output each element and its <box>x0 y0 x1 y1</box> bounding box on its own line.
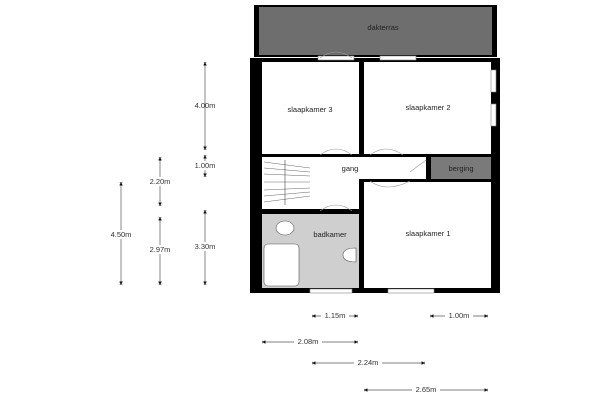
window <box>317 55 355 61</box>
door-swing <box>319 204 353 212</box>
room-label-badkamer: badkamer <box>313 230 347 239</box>
dakterras-area: dakterras <box>254 5 497 57</box>
room-label-slaapkamer-3: slaapkamer 3 <box>287 105 332 114</box>
room-berging <box>431 157 491 179</box>
window <box>490 69 497 93</box>
room-gang <box>314 157 426 179</box>
door-swing <box>369 148 404 156</box>
room-slaapkamer-1 <box>364 182 491 288</box>
horizontal-dimensions: 1.15m 1.00m 2.08m 2.24m 2.65m <box>262 311 488 394</box>
room-label-slaapkamer-2: slaapkamer 2 <box>405 103 450 112</box>
window <box>387 288 435 294</box>
dim-4-00m: 4.00m <box>195 101 216 110</box>
door-swing <box>369 180 411 188</box>
door-swing <box>319 148 353 156</box>
bathtub-icon <box>263 243 300 287</box>
room-label-slaapkamer-1: slaapkamer 1 <box>405 229 450 238</box>
toilet-icon <box>275 220 295 236</box>
dim-2-24m: 2.24m <box>358 358 379 367</box>
stairs-icon <box>263 160 311 205</box>
dim-2-65m: 2.65m <box>416 385 437 394</box>
staircase <box>262 157 314 209</box>
dim-1-00m-vertical: 1.00m <box>195 161 216 170</box>
door-swing <box>319 51 353 59</box>
door-swing <box>409 159 427 173</box>
room-label-berging: berging <box>448 164 473 173</box>
dim-3-30m: 3.30m <box>195 242 216 251</box>
vertical-dimensions: 4.00m 1.00m 3.30m 2.20m 2.97m 4.50m <box>106 62 220 285</box>
room-slaapkamer-2 <box>364 62 491 154</box>
dim-4-50m: 4.50m <box>111 230 132 239</box>
sink-icon <box>342 247 357 263</box>
dim-2-97m: 2.97m <box>150 245 171 254</box>
dim-2-08m: 2.08m <box>298 337 319 346</box>
dim-1-15m: 1.15m <box>325 311 346 320</box>
dim-1-00m-horizontal: 1.00m <box>449 311 470 320</box>
room-label-gang: gang <box>342 164 359 173</box>
room-label-dakterras: dakterras <box>367 23 399 32</box>
window <box>379 55 417 61</box>
dim-2-20m: 2.20m <box>150 177 171 186</box>
window <box>490 103 497 127</box>
room-slaapkamer-3 <box>262 62 359 154</box>
window <box>309 288 353 294</box>
